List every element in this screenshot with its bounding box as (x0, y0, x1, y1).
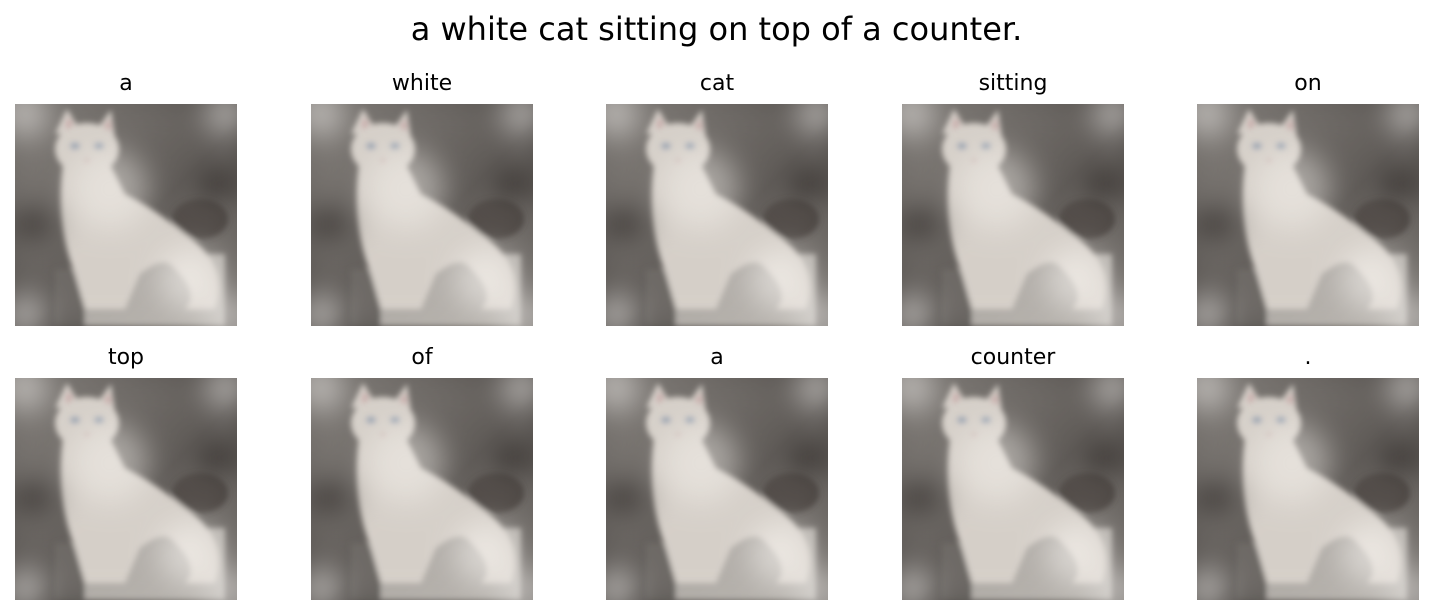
cat-photo (606, 378, 828, 600)
cat-photo (606, 104, 828, 326)
figure-caption: a white cat sitting on top of a counter. (410, 10, 1023, 48)
attention-image (15, 378, 237, 600)
panel-word: white (391, 71, 453, 96)
cat-photo (902, 104, 1124, 326)
attention-image (311, 104, 533, 326)
cat-photo (311, 378, 533, 600)
cat-photo (15, 378, 237, 600)
attention-image (902, 378, 1124, 600)
panel-word: a (119, 71, 133, 96)
panel-word: . (1304, 345, 1312, 370)
panel-word: a (710, 345, 724, 370)
panel-word: of (411, 345, 433, 370)
panel-word: cat (699, 71, 735, 96)
cat-photo (1197, 104, 1419, 326)
attention-image (606, 378, 828, 600)
panel-word: on (1294, 71, 1322, 96)
cat-photo (15, 104, 237, 326)
cat-photo (902, 378, 1124, 600)
attention-image (311, 378, 533, 600)
attention-image (15, 104, 237, 326)
panel-word: counter (970, 345, 1056, 370)
panel-word: sitting (978, 71, 1048, 96)
attention-image (1197, 378, 1419, 600)
attention-image (902, 104, 1124, 326)
cat-photo (1197, 378, 1419, 600)
cat-photo (311, 104, 533, 326)
attention-image (606, 104, 828, 326)
panel-word: top (107, 345, 145, 370)
attention-image (1197, 104, 1419, 326)
